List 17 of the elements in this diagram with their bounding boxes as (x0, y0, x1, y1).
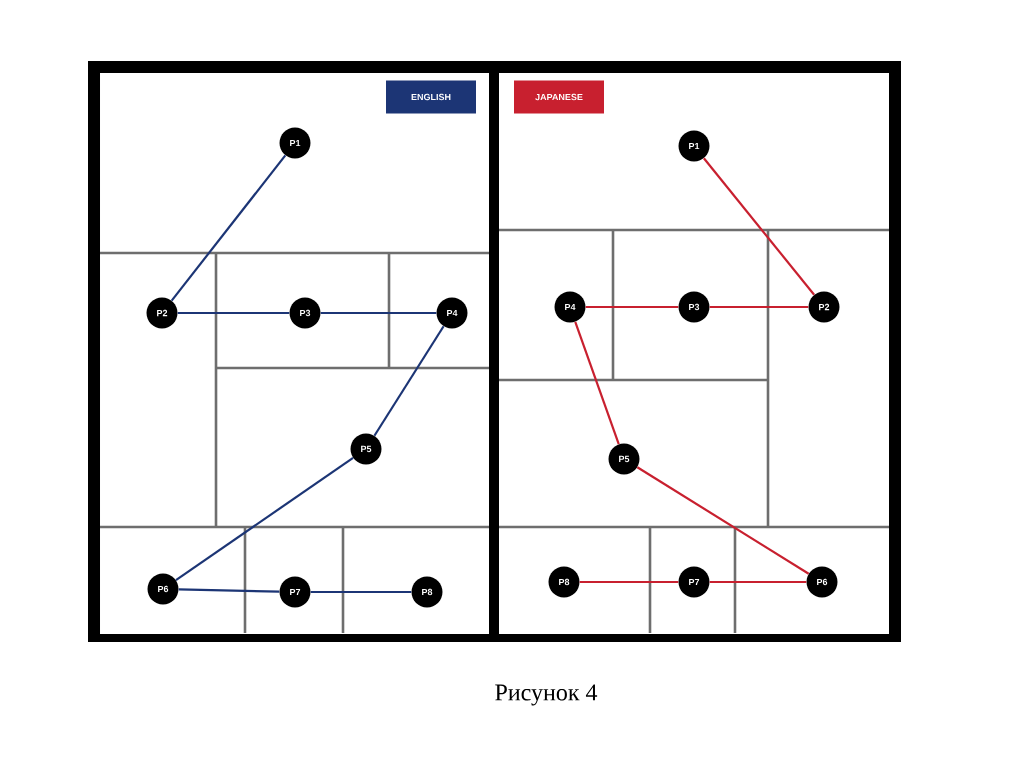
connector-line (703, 157, 815, 296)
connector-line (585, 305, 679, 309)
caption: Рисунок 4 (495, 684, 598, 706)
language-tag: ENGLISH (386, 80, 476, 114)
connector-line (320, 311, 437, 315)
connector-line (636, 466, 810, 575)
connector-line (574, 321, 620, 445)
connector-line (170, 154, 287, 302)
connector-line (709, 580, 807, 584)
connector-line (175, 457, 354, 581)
connector-line (709, 305, 809, 309)
language-tag: JAPANESE (514, 80, 604, 114)
connector-line (310, 590, 412, 594)
connector-line (373, 325, 445, 437)
connector-line (177, 311, 290, 315)
connector-line (579, 580, 679, 584)
connector-line (178, 588, 280, 593)
